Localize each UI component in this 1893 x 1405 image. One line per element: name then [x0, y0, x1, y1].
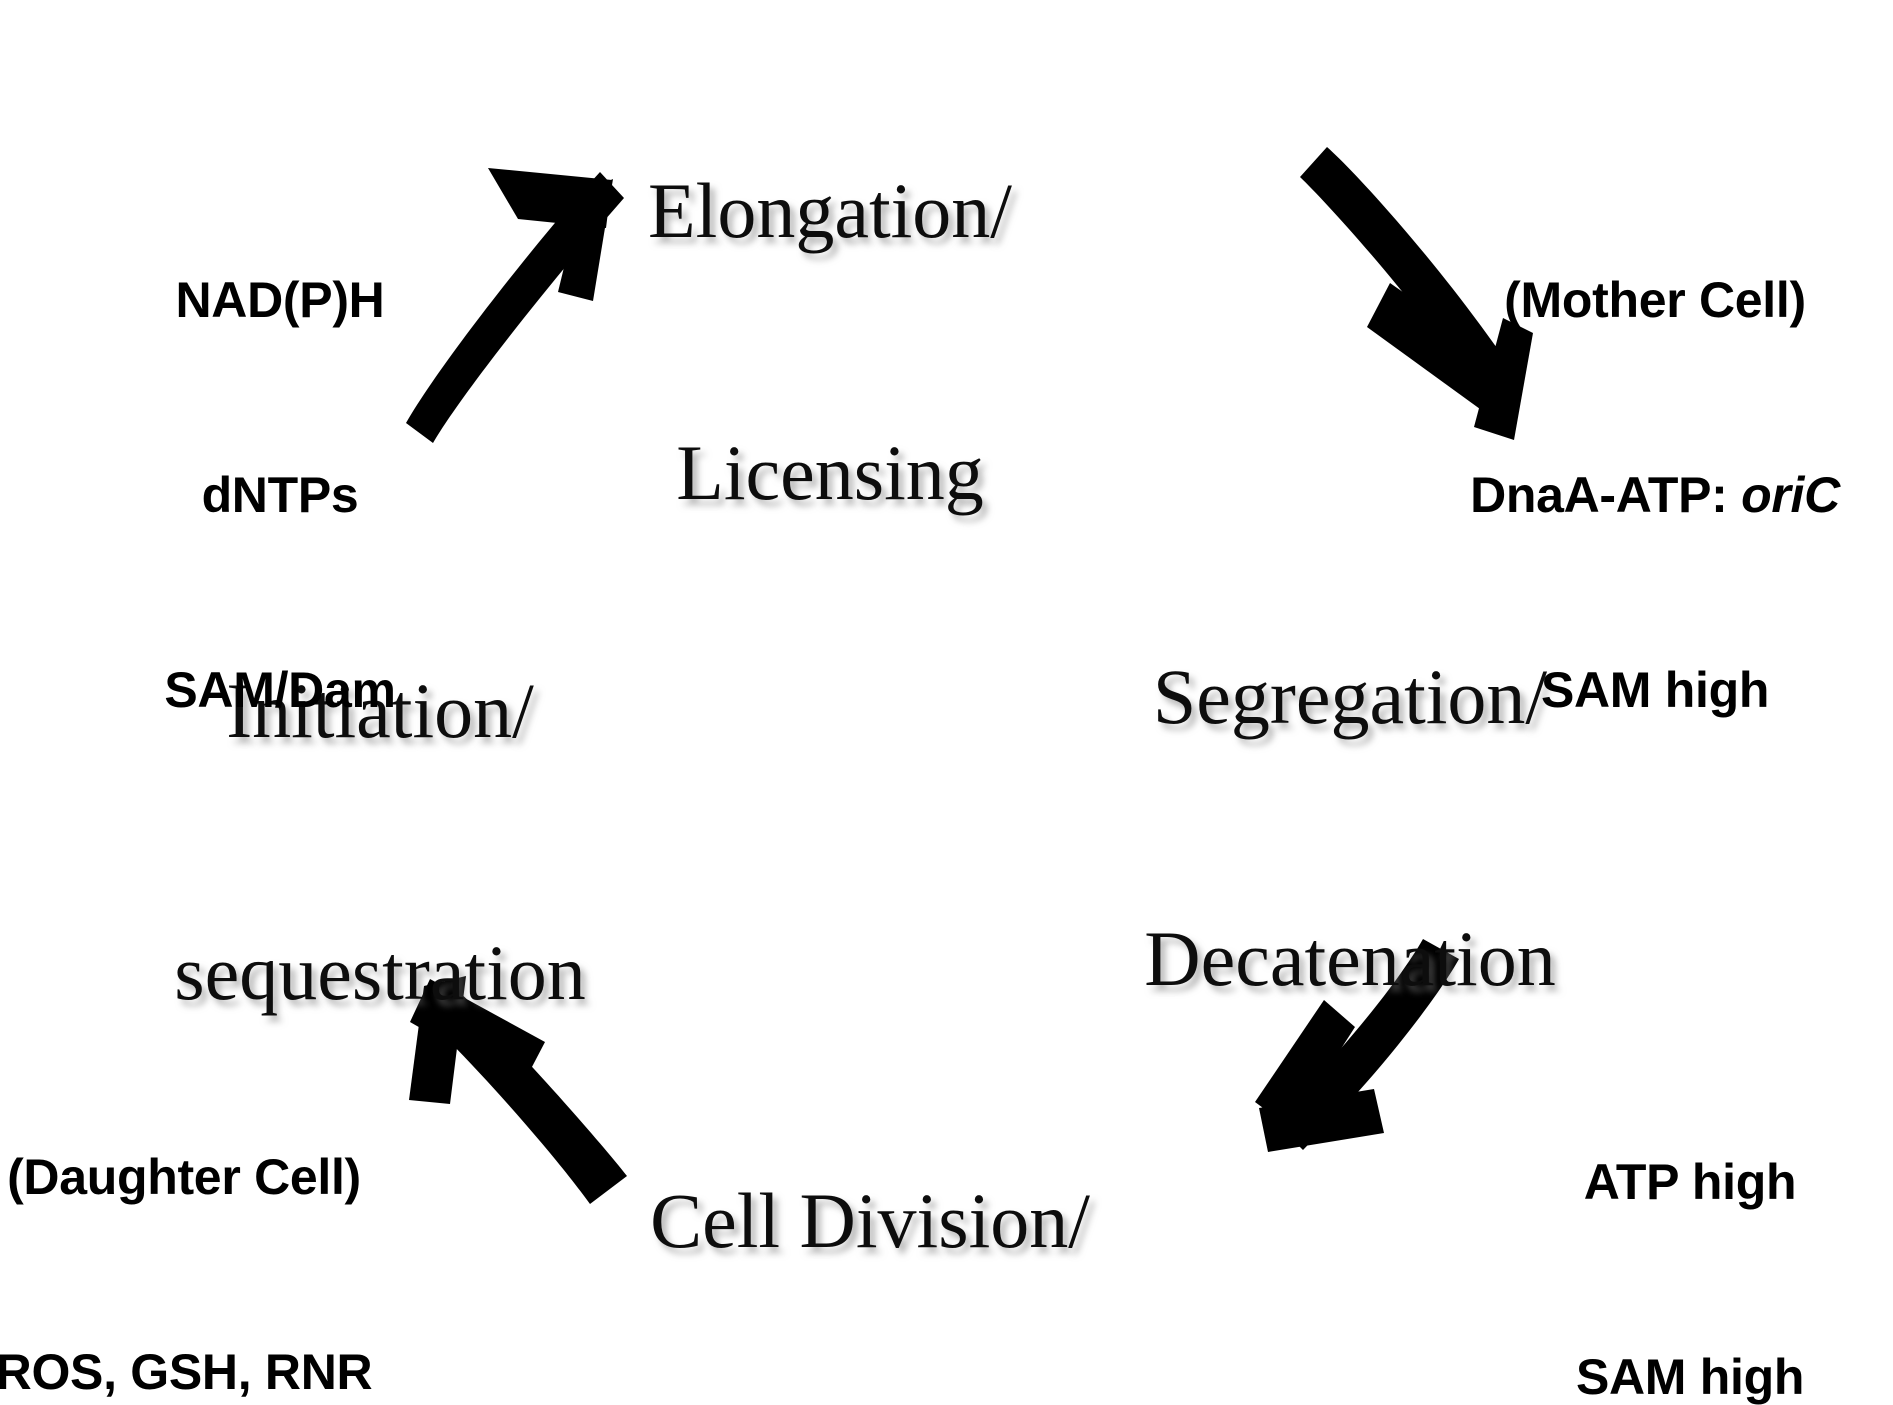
annotation-elongation-inputs: NAD(P)H dNTPs SAM/Dam — [60, 138, 500, 853]
annotation-daughter-line2: ROS, GSH, RNR — [0, 1344, 373, 1400]
stage-initiation-line1: Initiation/ — [226, 666, 534, 754]
annotation-mother-line2-prefix: DnaA-ATP: — [1470, 467, 1742, 523]
annotation-mother-cell: (Mother Cell) DnaA-ATP: oriC SAM high — [1420, 138, 1890, 853]
annotation-elongation-line1: NAD(P)H — [175, 272, 385, 328]
stage-elongation-line2: Licensing — [676, 428, 984, 516]
stage-segregation-line1: Segregation/ — [1152, 652, 1548, 740]
annotation-mother-line3: SAM high — [1540, 662, 1770, 718]
stage-elongation-line1: Elongation/ — [648, 166, 1012, 254]
stage-label-initiation: Initiation/ sequestration — [90, 492, 670, 1191]
stage-label-division: Cell Division/ Birth — [560, 1002, 1180, 1405]
annotation-division-line1: ATP high — [1583, 1154, 1797, 1210]
annotation-mother-line2: DnaA-ATP: oriC — [1420, 463, 1890, 528]
annotation-elongation-line2: dNTPs — [201, 467, 359, 523]
annotation-daughter-line1: (Daughter Cell) — [7, 1149, 361, 1205]
stage-division-line1: Cell Division/ — [650, 1176, 1090, 1264]
stage-segregation-line2: Decatenation — [1144, 914, 1556, 1002]
annotation-division-inputs: ATP high SAM high — [1500, 1020, 1880, 1405]
annotation-mother-line2-gene: oriC — [1741, 467, 1840, 523]
annotation-mother-line1: (Mother Cell) — [1504, 272, 1806, 328]
stage-label-segregation: Segregation/ Decatenation — [1030, 478, 1670, 1177]
annotation-elongation-line3: SAM/Dam — [164, 662, 396, 718]
stage-initiation-line2: sequestration — [174, 928, 586, 1016]
annotation-daughter-cell: (Daughter Cell) ROS, GSH, RNR ATP high — [0, 1015, 374, 1405]
stage-label-elongation: Elongation/ Licensing — [520, 0, 1140, 691]
annotation-division-line2: SAM high — [1575, 1349, 1805, 1405]
